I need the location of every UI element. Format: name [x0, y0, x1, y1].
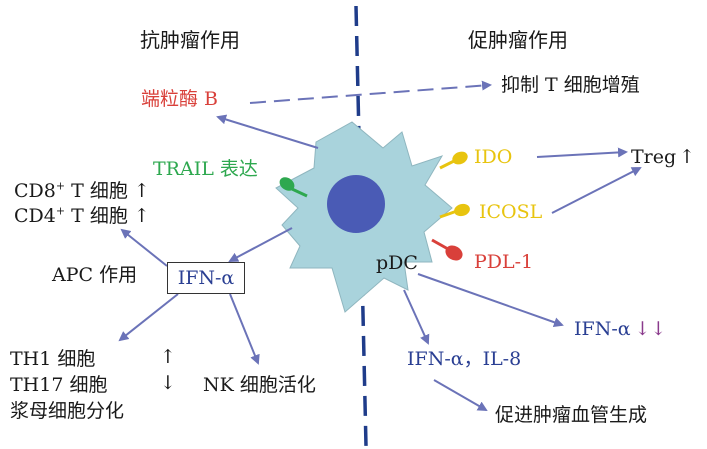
label-th1: TH1 细胞 — [10, 348, 96, 370]
label-ido: IDO — [474, 146, 513, 168]
label-trail: TRAIL 表达 — [153, 158, 258, 180]
label-angiogenesis: 促进肿瘤血管生成 — [495, 404, 648, 426]
label-nk-activation: NK 细胞活化 — [203, 374, 316, 396]
ido-receptor-head — [452, 151, 468, 165]
label-pdl1: PDL-1 — [474, 251, 534, 273]
pdl1-receptor-stem — [431, 238, 449, 251]
arrow-granzyme-to-inhibit-t — [249, 80, 492, 104]
arrow-ifn-il8-to-angiogenesis — [433, 379, 488, 411]
th1-up-arrow: ↑ — [160, 346, 176, 368]
pdl1-receptor-head — [445, 245, 463, 261]
label-cd4-t-cell: CD4+ T 细胞 ↑ — [14, 204, 150, 227]
label-granzyme-b: 端粒酶 B — [141, 88, 219, 110]
label-icosl: ICOSL — [479, 201, 543, 223]
label-cd8-t-cell: CD8+ T 细胞 ↑ — [14, 179, 150, 202]
cd8-sup: + — [55, 179, 66, 193]
label-pdc: pDC — [376, 252, 418, 274]
treg-text: Treg — [631, 146, 677, 168]
cd8-text: CD8 — [14, 180, 56, 202]
arrow-cell-to-ifn-il8 — [403, 289, 430, 345]
arrow-ifn-to-th1 — [118, 293, 179, 342]
arrow-cell-to-granzyme — [216, 114, 319, 149]
icosl-receptor-head — [454, 203, 470, 217]
label-ifn-il8: IFN-α，IL-8 — [407, 348, 522, 370]
th17-down-arrow: ↓ — [160, 372, 176, 394]
cd8-rest: T 细胞 — [65, 180, 128, 202]
ifn-down-text: IFN-α — [574, 318, 631, 340]
arrow-ifn-to-cd4 — [120, 228, 168, 267]
treg-up-arrow: ↑ — [679, 146, 696, 168]
trail-receptor-stem — [291, 187, 308, 198]
label-apc: APC 作用 — [52, 264, 138, 286]
trail-receptor-head — [279, 177, 295, 191]
cd4-sup: + — [55, 204, 66, 218]
nucleus — [327, 175, 385, 233]
label-inhibit-t-proliferation: 抑制 T 细胞增殖 — [501, 74, 640, 96]
cd8-up-arrow: ↑ — [133, 180, 150, 202]
label-ifn-alpha-down: IFN-α↓↓ — [574, 320, 666, 339]
ifn-double-down-arrow: ↓↓ — [634, 318, 667, 340]
header-pro-tumor: 促肿瘤作用 — [468, 28, 568, 52]
cd4-text: CD4 — [14, 205, 56, 227]
label-th17: TH17 细胞 — [10, 374, 108, 396]
label-plasmablast: 浆母细胞分化 — [10, 400, 125, 422]
cd4-up-arrow: ↑ — [133, 205, 150, 227]
arrow-cell-to-ifn-box — [228, 227, 293, 262]
icosl-receptor-stem — [439, 209, 458, 219]
label-treg: Treg↑ — [631, 148, 695, 167]
arrow-ifn-to-nk — [229, 293, 260, 365]
cd4-rest: T 细胞 — [65, 205, 128, 227]
ifn-alpha-box: IFN-α — [167, 262, 245, 294]
header-anti-tumor: 抗肿瘤作用 — [140, 28, 240, 52]
arrow-icosl-to-treg — [551, 167, 642, 214]
arrow-cell-to-ifn-down — [417, 273, 564, 328]
arrow-ido-to-treg — [536, 147, 628, 158]
